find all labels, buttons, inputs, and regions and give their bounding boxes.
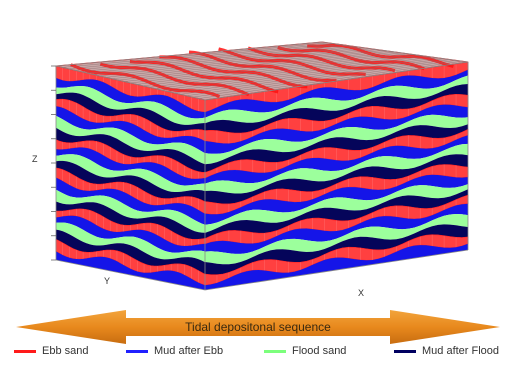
block-outline: [51, 41, 469, 291]
mesh-line: [186, 59, 450, 96]
mesh-line: [68, 43, 335, 70]
mud-after-flood-swatch: [394, 349, 416, 353]
mud-after-ebb-layer: [205, 135, 468, 184]
mud-after-flood-layer: [56, 229, 205, 275]
mesh-line: [118, 50, 383, 81]
mud-after-ebb-layer: [205, 104, 468, 154]
ripple-crest: [99, 62, 250, 97]
block-edge: [204, 249, 469, 291]
mesh-line: [136, 52, 402, 85]
legend-label: Ebb sand: [42, 345, 89, 357]
mud-after-ebb-layer: [205, 243, 468, 290]
block-edge: [321, 41, 469, 63]
mud-after-flood-layer: [205, 154, 468, 204]
flood-sand-layer: [56, 222, 205, 263]
flood-sand-layer: [205, 143, 468, 194]
mud-after-ebb-layer: [205, 174, 468, 225]
flood-sand-layer: [205, 75, 468, 124]
block-diagram: [51, 41, 469, 291]
mesh-line: [105, 48, 371, 78]
mud-after-flood-layer: [56, 92, 205, 132]
mud-after-ebb-swatch: [126, 349, 148, 353]
mesh-line: [93, 46, 359, 75]
flood-sand-layer: [205, 214, 468, 265]
mesh-line: [167, 56, 432, 92]
tidal-sequence-label: Tidal depositonal sequence: [185, 320, 331, 334]
mud-after-flood-layer: [56, 160, 205, 202]
legend-item-mud-after-ebb: Mud after Ebb: [126, 345, 223, 357]
double-arrow-shape: [16, 310, 500, 344]
flood-sand-layer: [56, 115, 205, 165]
mesh-line: [87, 45, 353, 74]
block-edge: [55, 259, 206, 291]
mud-after-flood-layer: [205, 224, 468, 275]
mesh-line: [130, 51, 396, 84]
mesh-line: [155, 55, 420, 89]
mud-after-ebb-layer: [56, 177, 205, 225]
x-axis-label: X: [358, 288, 365, 298]
mud-after-ebb-layer: [205, 203, 468, 254]
mesh-line: [62, 42, 329, 68]
mesh-line: [149, 54, 414, 88]
mesh-line: [124, 50, 389, 82]
mud-after-flood-layer: [205, 124, 468, 173]
ripple-crest: [159, 55, 308, 89]
mud-after-ebb-layer: [205, 69, 468, 118]
legend-label: Mud after Ebb: [154, 345, 224, 357]
mesh-line: [80, 45, 347, 72]
legend-item-ebb-sand: Ebb sand: [14, 345, 88, 357]
legend-item-flood-sand: Flood sand: [264, 345, 346, 357]
flood-sand-layer: [56, 86, 205, 125]
legend: Ebb sand Mud after Ebb Flood sand Mud af…: [0, 345, 512, 363]
mesh-line: [173, 57, 438, 94]
legend-label: Mud after Flood: [422, 345, 500, 357]
flood-sand-layer: [205, 184, 468, 233]
mud-after-flood-layer: [205, 189, 468, 239]
mesh-line: [142, 53, 408, 87]
mesh-line: [161, 55, 426, 91]
mud-after-ebb-layer: [56, 106, 205, 154]
mesh-line: [192, 60, 456, 98]
flood-sand-layer: [56, 154, 205, 192]
top-surface: [55, 41, 469, 101]
flood-sand-layer: [56, 189, 205, 233]
right-face-layers: [204, 61, 469, 290]
mud-after-flood-layer: [56, 127, 205, 173]
mud-after-ebb-layer: [56, 78, 205, 119]
ripple-crest: [70, 63, 221, 99]
mesh-line: [99, 47, 365, 77]
mud-after-ebb-layer: [56, 215, 205, 253]
z-axis-label: Z: [32, 154, 38, 164]
mud-after-flood-layer: [205, 84, 468, 134]
ripple-crest: [247, 46, 396, 73]
mud-after-ebb-layer: [56, 251, 205, 290]
ebb-sand-swatch: [14, 349, 36, 353]
mesh-line: [74, 44, 341, 71]
mesh-line: [180, 58, 444, 95]
mesh-line: [111, 49, 377, 79]
left-face-layers: [55, 65, 206, 290]
y-axis-label: Y: [104, 276, 111, 286]
block-edge: [204, 61, 469, 101]
legend-label: Flood sand: [292, 345, 347, 357]
block-edge: [55, 65, 206, 101]
legend-item-mud-after-flood: Mud after Flood: [394, 345, 499, 357]
flood-sand-layer: [205, 114, 468, 165]
ripple-crest: [188, 50, 337, 83]
block-edge: [55, 41, 323, 67]
flood-sand-swatch: [264, 349, 286, 353]
ripple-crest: [277, 46, 425, 71]
mesh-line: [198, 60, 462, 99]
mud-after-ebb-layer: [56, 147, 205, 186]
tidal-sequence-arrow: Tidal depositonal sequence: [16, 310, 500, 344]
mud-after-flood-layer: [56, 201, 205, 240]
